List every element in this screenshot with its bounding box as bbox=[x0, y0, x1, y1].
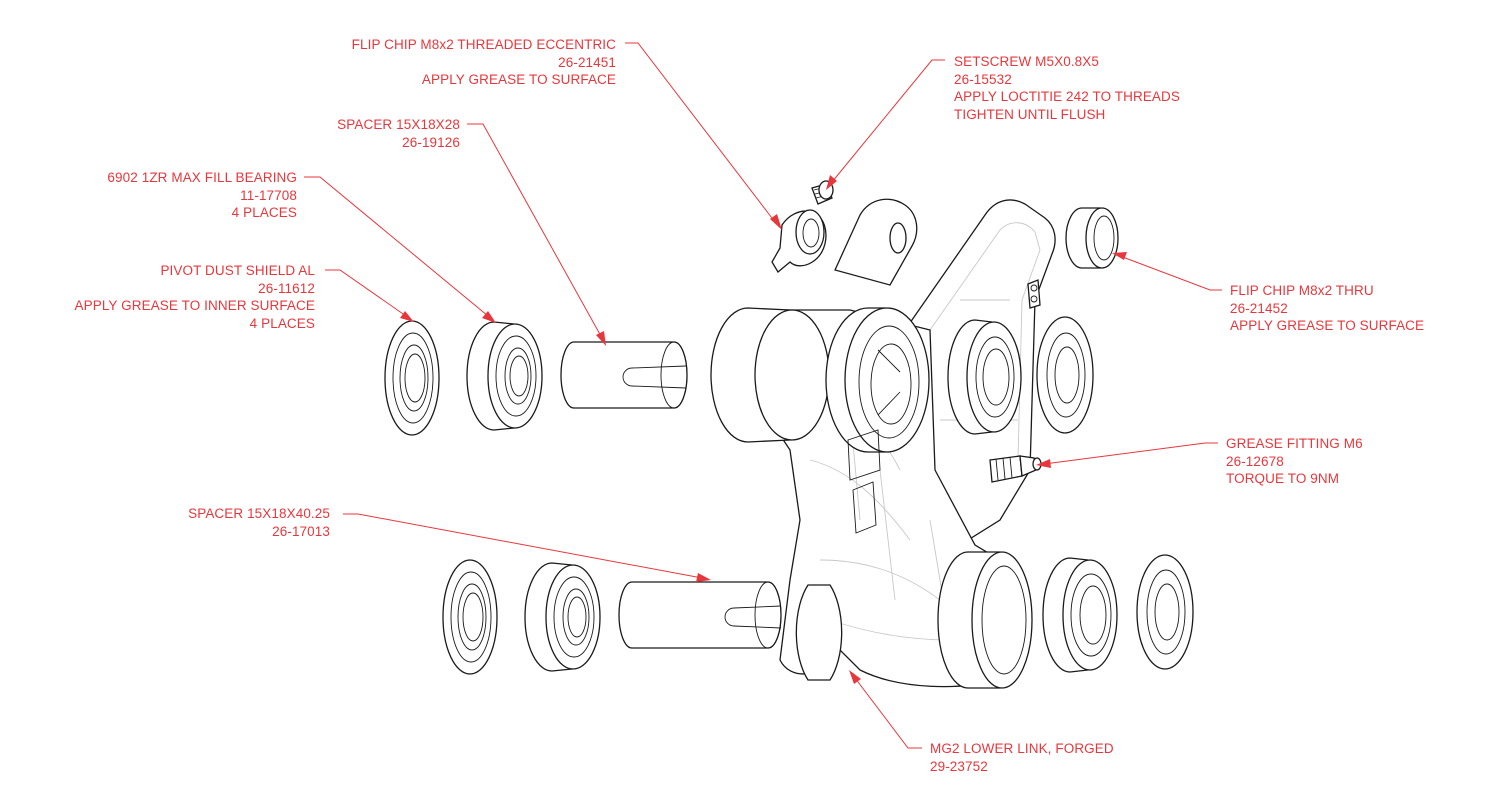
callout-line: FLIP CHIP M8x2 THRU bbox=[1230, 283, 1374, 298]
callout-line: PIVOT DUST SHIELD AL bbox=[160, 263, 315, 278]
callout-line: 6902 1ZR MAX FILL BEARING bbox=[107, 170, 297, 185]
callout-line: APPLY GREASE TO SURFACE bbox=[1230, 318, 1425, 333]
lower-bearing bbox=[524, 562, 601, 672]
flip-chip-thru bbox=[1065, 207, 1119, 269]
leader-lines bbox=[304, 42, 1222, 749]
callout-line: 11-17708 bbox=[240, 187, 297, 203]
callout-line: GREASE FITTING M6 bbox=[1226, 436, 1363, 451]
mount-badge bbox=[1027, 279, 1041, 309]
flip-chip-eccentric bbox=[771, 209, 827, 273]
lower-right-dust-shield bbox=[1136, 554, 1194, 670]
callout-line: SPACER 15X18X28 bbox=[337, 117, 460, 132]
callout-line: 26-11612 bbox=[258, 280, 315, 296]
upper-bearing bbox=[466, 321, 543, 431]
callout-grease-fitting: GREASE FITTING M6 26-12678 TORQUE TO 9NM bbox=[1226, 435, 1363, 488]
callout-line: FLIP CHIP M8x2 THREADED ECCENTRIC bbox=[351, 37, 616, 52]
callout-line: APPLY GREASE TO SURFACE bbox=[421, 72, 616, 87]
upper-right-dust-shield bbox=[1036, 316, 1094, 434]
callout-line: 4 PLACES bbox=[249, 315, 315, 331]
callout-line: 29-23752 bbox=[930, 758, 988, 774]
callout-spacer-40: SPACER 15X18X40.25 26-17013 bbox=[188, 505, 330, 540]
callout-line: 26-21451 bbox=[558, 54, 616, 70]
callout-line: TORQUE TO 9NM bbox=[1226, 471, 1340, 486]
lower-dust-shield bbox=[442, 559, 498, 675]
upper-dust-shield bbox=[384, 320, 440, 436]
callout-line: APPLY GREASE TO INNER SURFACE bbox=[74, 298, 315, 313]
callout-spacer-28: SPACER 15X18X28 26-19126 bbox=[337, 116, 460, 151]
callout-setscrew: SETSCREW M5X0.8X5 26-15532 APPLY LOCTITI… bbox=[954, 53, 1180, 123]
callout-lower-link: MG2 LOWER LINK, FORGED 29-23752 bbox=[930, 740, 1114, 775]
callout-line: TIGHTEN UNTIL FLUSH bbox=[954, 106, 1106, 122]
callout-line: MG2 LOWER LINK, FORGED bbox=[930, 741, 1114, 756]
callout-line: SETSCREW M5X0.8X5 bbox=[954, 54, 1099, 69]
callout-line: 26-12678 bbox=[1226, 453, 1284, 469]
callout-line: APPLY LOCTITIE 242 TO THREADS bbox=[954, 89, 1180, 104]
callout-line: 26-15532 bbox=[954, 71, 1012, 87]
callout-line: 26-17013 bbox=[272, 523, 330, 539]
callout-line: SPACER 15X18X40.25 bbox=[188, 506, 330, 521]
lower-right-bearing bbox=[1042, 557, 1118, 673]
callout-line: 26-21452 bbox=[1230, 300, 1288, 316]
upper-right-bearing bbox=[947, 319, 1022, 435]
callout-line: 26-19126 bbox=[402, 134, 460, 150]
callout-flip-chip-eccentric: FLIP CHIP M8x2 THREADED ECCENTRIC 26-214… bbox=[352, 36, 616, 89]
lower-spacer bbox=[618, 581, 782, 649]
upper-spacer bbox=[560, 341, 688, 409]
callout-bearing: 6902 1ZR MAX FILL BEARING 11-17708 4 PLA… bbox=[107, 169, 297, 222]
callout-flip-chip-thru: FLIP CHIP M8x2 THRU 26-21452 APPLY GREAS… bbox=[1230, 282, 1424, 335]
grease-fitting bbox=[989, 455, 1042, 483]
callout-dust-shield: PIVOT DUST SHIELD AL 26-11612 APPLY GREA… bbox=[75, 262, 315, 332]
callout-line: 4 PLACES bbox=[231, 205, 297, 220]
